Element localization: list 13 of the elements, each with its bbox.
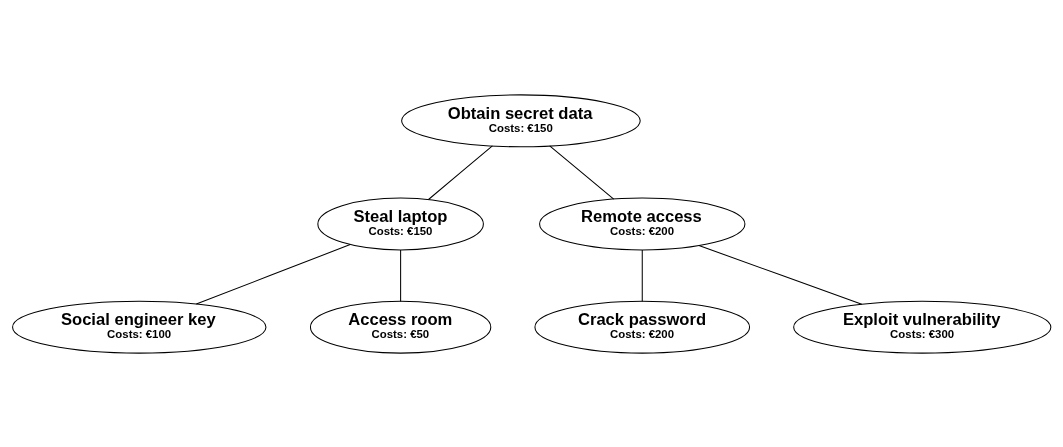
connector (195, 243, 351, 305)
node-ellipse: Access room Costs: €50 (309, 300, 492, 354)
node-ellipse: Exploit vulnerability Costs: €300 (793, 300, 1052, 354)
connector (549, 144, 615, 200)
node-ellipse: Social engineer key Costs: €100 (12, 300, 267, 354)
node-ellipse: Steal laptop Costs: €150 (317, 197, 484, 250)
connector (698, 244, 863, 305)
connector (641, 249, 643, 302)
connector (400, 249, 402, 302)
node-ellipse: Crack password Costs: €200 (534, 300, 751, 354)
node-ellipse: Obtain secret data Costs: €150 (401, 93, 641, 147)
node-ellipse: Remote access Costs: €200 (539, 197, 746, 250)
connector (428, 144, 493, 200)
